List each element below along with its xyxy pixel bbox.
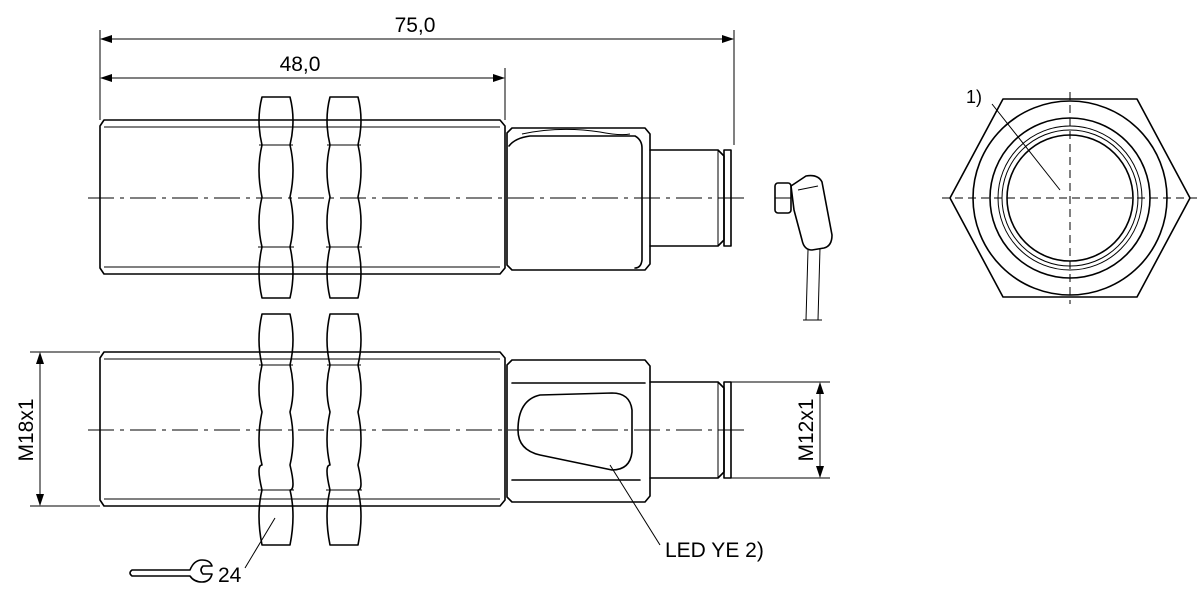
overall-length-label: 75,0: [395, 14, 436, 37]
angled-connector-plug: [774, 174, 833, 321]
connector-thread-label: M12x1: [795, 398, 818, 461]
wrench-icon: [129, 559, 213, 583]
note-1-label: 1): [966, 87, 982, 107]
housing-thread-label: M18x1: [15, 398, 38, 461]
wrench-size-annotation: 24: [129, 517, 276, 587]
sensor-end-view: 1): [942, 87, 1198, 304]
wrench-size-label: 24: [218, 564, 242, 587]
overall-length-dimension: 75,0: [99, 14, 735, 145]
led-label: LED YE 2): [665, 539, 764, 562]
sensor-side-view-top: [88, 96, 748, 299]
led-leader: LED YE 2): [609, 464, 764, 562]
housing-thread-dimension: M18x1: [15, 351, 100, 507]
thread-length-label: 48,0: [280, 53, 321, 76]
connector-thread-dimension: M12x1: [731, 381, 830, 479]
sensor-side-view-bottom: [88, 313, 748, 546]
thread-length-dimension: 48,0: [100, 53, 506, 120]
